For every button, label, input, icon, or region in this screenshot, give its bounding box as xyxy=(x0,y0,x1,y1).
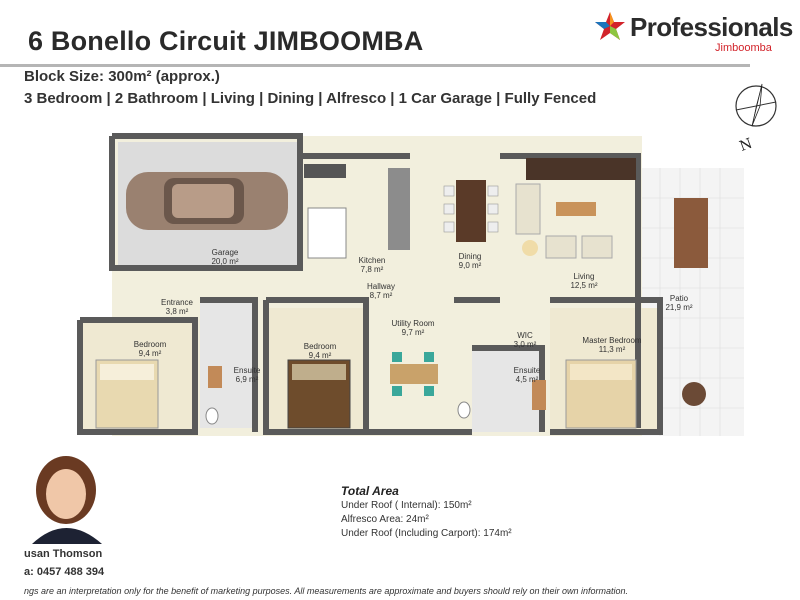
svg-text:N: N xyxy=(738,136,755,155)
agent-photo xyxy=(24,450,106,544)
walls xyxy=(77,133,663,435)
brand-location: Jimboomba xyxy=(715,42,772,54)
total-area-title: Total Area xyxy=(341,484,399,498)
agent-phone[interactable]: a: 0457 488 394 xyxy=(24,566,105,578)
dining-table xyxy=(443,180,499,242)
property-title: 6 Bonello Circuit JIMBOOMBA xyxy=(28,26,424,56)
floor-plan-drawing xyxy=(77,133,744,436)
area-including-carport: Under Roof (Including Carport): 174m² xyxy=(341,528,512,539)
area-internal: Under Roof ( Internal): 150m² xyxy=(341,500,472,511)
agent-name: usan Thomson xyxy=(24,548,103,560)
disclaimer: ngs are an interpretation only for the b… xyxy=(24,586,628,596)
professionals-logo xyxy=(595,12,625,40)
brand-name: Professionals xyxy=(630,12,793,42)
north-compass-icon: N xyxy=(735,83,777,155)
title-divider xyxy=(0,64,750,67)
property-features: 3 Bedroom | 2 Bathroom | Living | Dining… xyxy=(24,90,597,107)
area-alfresco: Alfresco Area: 24m² xyxy=(341,514,429,525)
star-icon xyxy=(595,12,625,40)
block-size: Block Size: 300m² (approx.) xyxy=(24,68,220,85)
car-icon xyxy=(126,172,288,230)
